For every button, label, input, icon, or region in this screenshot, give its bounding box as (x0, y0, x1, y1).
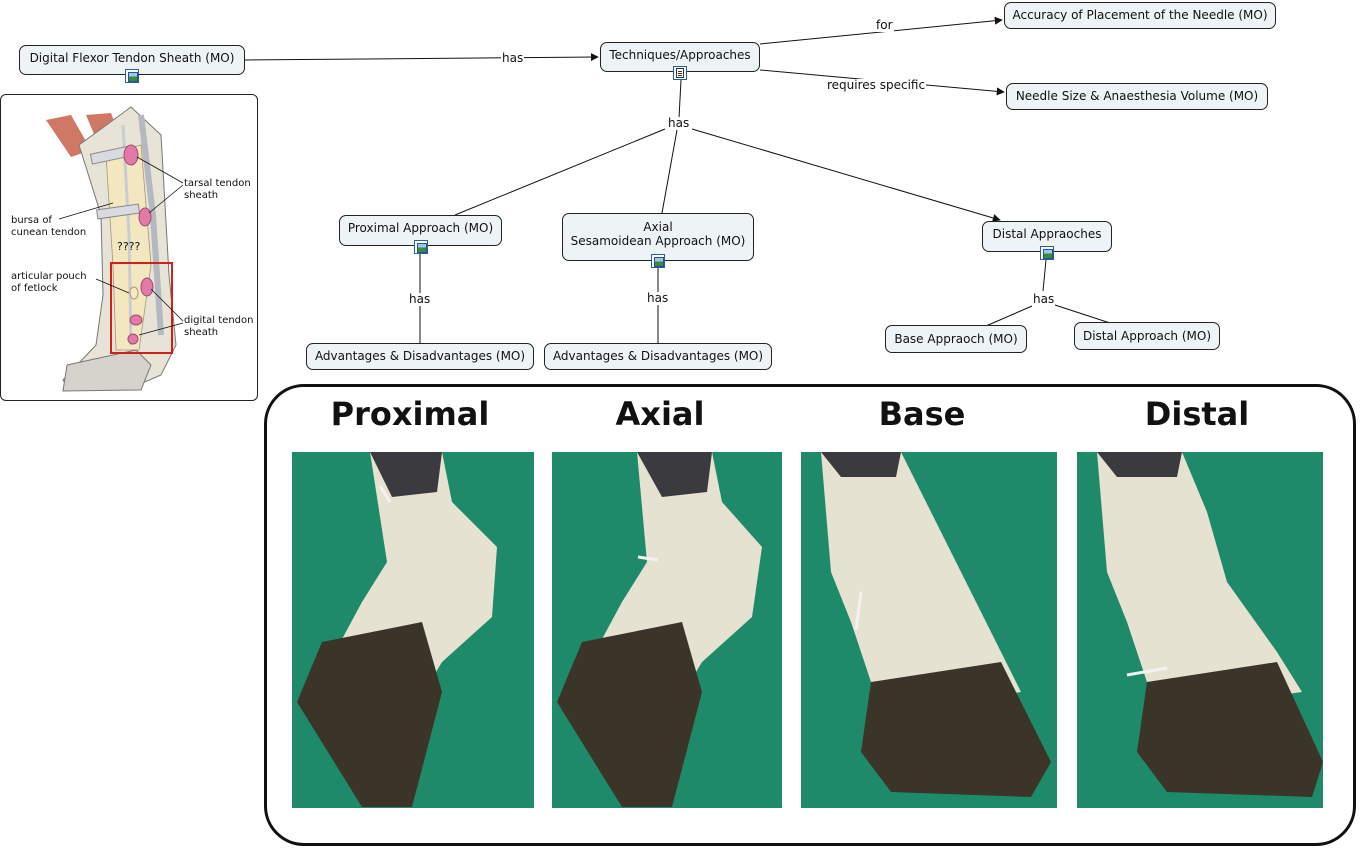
photo-axial (552, 452, 782, 808)
hoof-photo-distal (1077, 452, 1323, 808)
edge-has-axial (661, 129, 678, 214)
edge-techniques-accuracy (759, 16, 1003, 45)
edge-has-distal-approach (1054, 304, 1111, 324)
label-line: digital tendon (184, 315, 254, 326)
approach-photo-panel[interactable]: Proximal Axial Base Distal (264, 384, 1356, 846)
label-line: bursa of (11, 215, 52, 226)
node-label: Proximal Approach (MO) (347, 221, 494, 235)
limb-drawing (46, 106, 184, 392)
document-icon (676, 68, 684, 78)
edge-has-distal (691, 128, 1001, 222)
hoof-photo-base (801, 452, 1057, 808)
label-digital-tendon-sheath: digital tendon sheath (184, 315, 253, 339)
photo-title-axial: Axial (615, 395, 705, 433)
node-proximal-approach[interactable]: Proximal Approach (MO) (339, 215, 502, 246)
node-base-approach[interactable]: Base Appraoch (MO) (885, 325, 1027, 353)
label-bursa-of-cunean-tendon: bursa of cunean tendon (11, 215, 86, 239)
edge-techniques-has (678, 79, 682, 119)
picture-icon (417, 243, 427, 253)
document-resource-icon[interactable] (673, 66, 687, 80)
image-resource-icon[interactable] (1040, 246, 1054, 260)
edge-dfts-techniques (244, 53, 599, 62)
anatomy-illustration[interactable]: tarsal tendon sheath bursa of cunean ten… (0, 94, 258, 401)
label-line: tarsal tendon (184, 178, 251, 189)
node-accuracy-of-placement[interactable]: Accuracy of Placement of the Needle (MO) (1004, 2, 1276, 29)
label-line: articular pouch (11, 271, 87, 282)
link-label-has: has (646, 291, 670, 305)
node-axial-sesamoidean-approach[interactable]: Axial Sesamoidean Approach (MO) (562, 213, 754, 261)
photo-title-distal: Distal (1144, 395, 1250, 433)
edge-has-base (985, 305, 1033, 327)
node-label: Needle Size & Anaesthesia Volume (MO) (1015, 89, 1259, 103)
picture-icon (1043, 249, 1053, 259)
image-resource-icon[interactable] (414, 240, 428, 254)
node-label: Advantages & Disadvantages (MO) (552, 349, 764, 363)
label-line: sheath (184, 327, 219, 338)
photo-proximal (292, 452, 534, 808)
node-label: Advantages & Disadvantages (MO) (314, 349, 526, 363)
hoof-photo-axial (552, 452, 782, 808)
node-label-line2: Sesamoidean Approach (MO) (570, 234, 746, 248)
node-label-line1: Axial (643, 220, 673, 234)
image-resource-icon[interactable] (125, 69, 139, 83)
node-label: Techniques/Approaches (609, 48, 751, 62)
label-line: sheath (184, 190, 219, 201)
node-needle-size-anaesthesia[interactable]: Needle Size & Anaesthesia Volume (MO) (1006, 83, 1268, 110)
node-distal-approach[interactable]: Distal Approach (MO) (1074, 322, 1220, 350)
link-label-has: has (408, 292, 432, 306)
link-label-has: has (1032, 292, 1056, 306)
node-label: Accuracy of Placement of the Needle (MO) (1012, 8, 1268, 22)
link-label-has: has (501, 51, 525, 65)
hoof-photo-proximal (292, 452, 534, 808)
link-label-has: has (667, 116, 691, 130)
node-advantages-disadvantages-axial[interactable]: Advantages & Disadvantages (MO) (544, 343, 772, 370)
node-label: Distal Appraoches (992, 227, 1102, 241)
node-advantages-disadvantages-proximal[interactable]: Advantages & Disadvantages (MO) (306, 343, 534, 370)
label-line: of fetlock (11, 283, 58, 294)
photo-distal (1077, 452, 1323, 808)
edge-has-proximal (454, 128, 666, 216)
label-question-marks: ???? (117, 240, 141, 253)
picture-icon (128, 72, 138, 82)
photo-base (801, 452, 1057, 808)
node-label: Distal Approach (MO) (1082, 329, 1212, 343)
picture-icon (654, 257, 664, 267)
node-label: Base Appraoch (MO) (894, 332, 1018, 346)
label-line: cunean tendon (11, 227, 87, 238)
photo-title-base: Base (878, 395, 966, 433)
label-articular-pouch-of-fetlock: articular pouch of fetlock (11, 271, 87, 295)
link-label-for: for (875, 18, 894, 32)
node-label: Digital Flexor Tendon Sheath (MO) (29, 51, 235, 65)
edge-distal-has (1042, 259, 1047, 292)
link-label-requires-specific: requires specific (826, 78, 927, 92)
label-tarsal-tendon-sheath: tarsal tendon sheath (184, 178, 251, 202)
image-resource-icon[interactable] (651, 254, 665, 268)
photo-title-proximal: Proximal (330, 395, 490, 433)
